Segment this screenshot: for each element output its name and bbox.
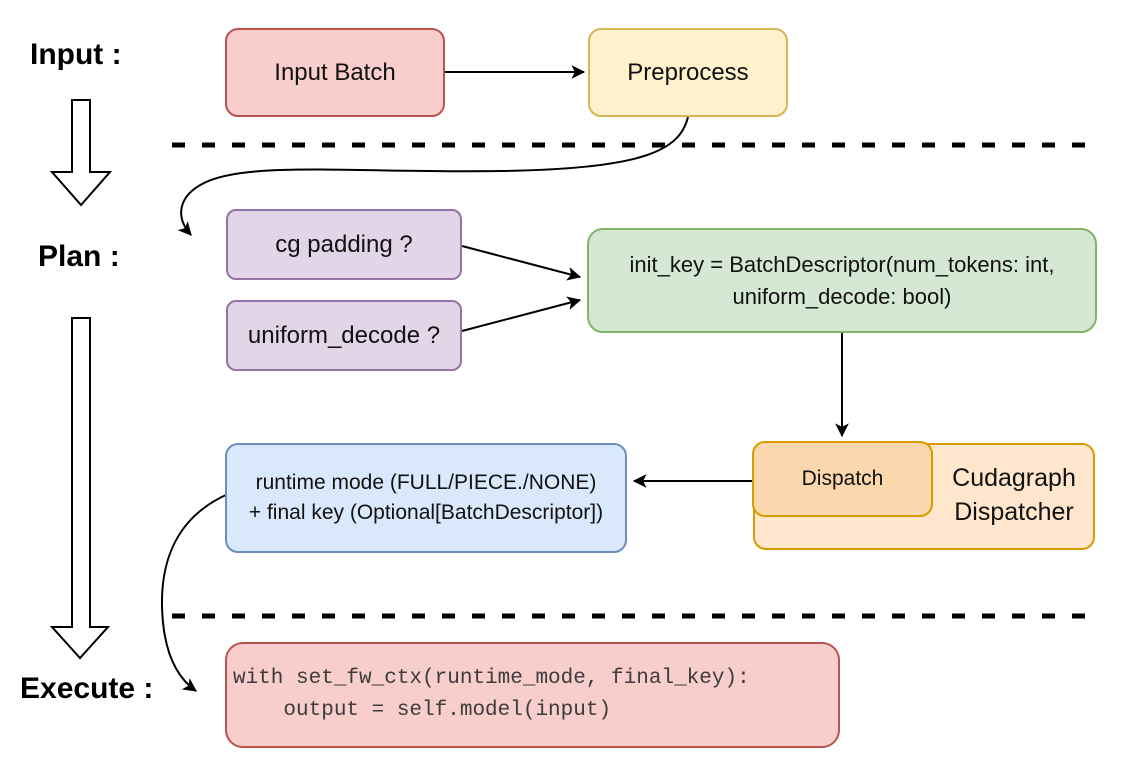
preprocess-label: Preprocess [627, 58, 749, 86]
stage-label-input: Input : [30, 38, 122, 71]
connector-preprocess-cgpadding [177, 116, 689, 236]
dispatch-node: Dispatch [752, 441, 933, 517]
cudagraph-dispatcher-label: Cudagraph Dispatcher [952, 464, 1076, 526]
dispatch-label: Dispatch [801, 467, 884, 490]
connector-uniformdecode-initkey [461, 296, 582, 332]
connector-cgpadding-initkey [461, 245, 582, 281]
cg-padding-node: cg padding ? [226, 209, 462, 280]
execute-code-line1: with set_fw_ctx(runtime_mode, final_key)… [233, 667, 750, 690]
down-arrow-icon [49, 317, 111, 660]
init-key-node: init_key = BatchDescriptor(num_tokens: i… [587, 228, 1097, 333]
stage-label-execute: Execute : [20, 672, 154, 705]
input-batch-label: Input Batch [274, 58, 396, 86]
uniform-decode-node: uniform_decode ? [226, 300, 462, 371]
init-key-line1: init_key = BatchDescriptor(num_tokens: i… [629, 251, 1055, 277]
runtime-mode-node: runtime mode (FULL/PIECE./NONE) + final … [225, 443, 627, 553]
uniform-decode-label: uniform_decode ? [247, 321, 441, 349]
down-arrow-icon [49, 99, 113, 207]
cg-padding-label: cg padding ? [275, 230, 413, 258]
execute-code-node: with set_fw_ctx(runtime_mode, final_key)… [225, 642, 840, 748]
input-batch-node: Input Batch [225, 28, 445, 117]
runtime-mode-line2: + final key (Optional[BatchDescriptor]) [248, 501, 604, 524]
connector-runtimemode-execute [160, 493, 229, 692]
execute-code-line2: output = self.model(input) [233, 699, 612, 722]
runtime-mode-line1: runtime mode (FULL/PIECE./NONE) [255, 470, 597, 494]
preprocess-node: Preprocess [588, 28, 788, 117]
stage-label-plan: Plan : [38, 240, 120, 273]
init-key-line2: uniform_decode: bool) [732, 283, 952, 309]
